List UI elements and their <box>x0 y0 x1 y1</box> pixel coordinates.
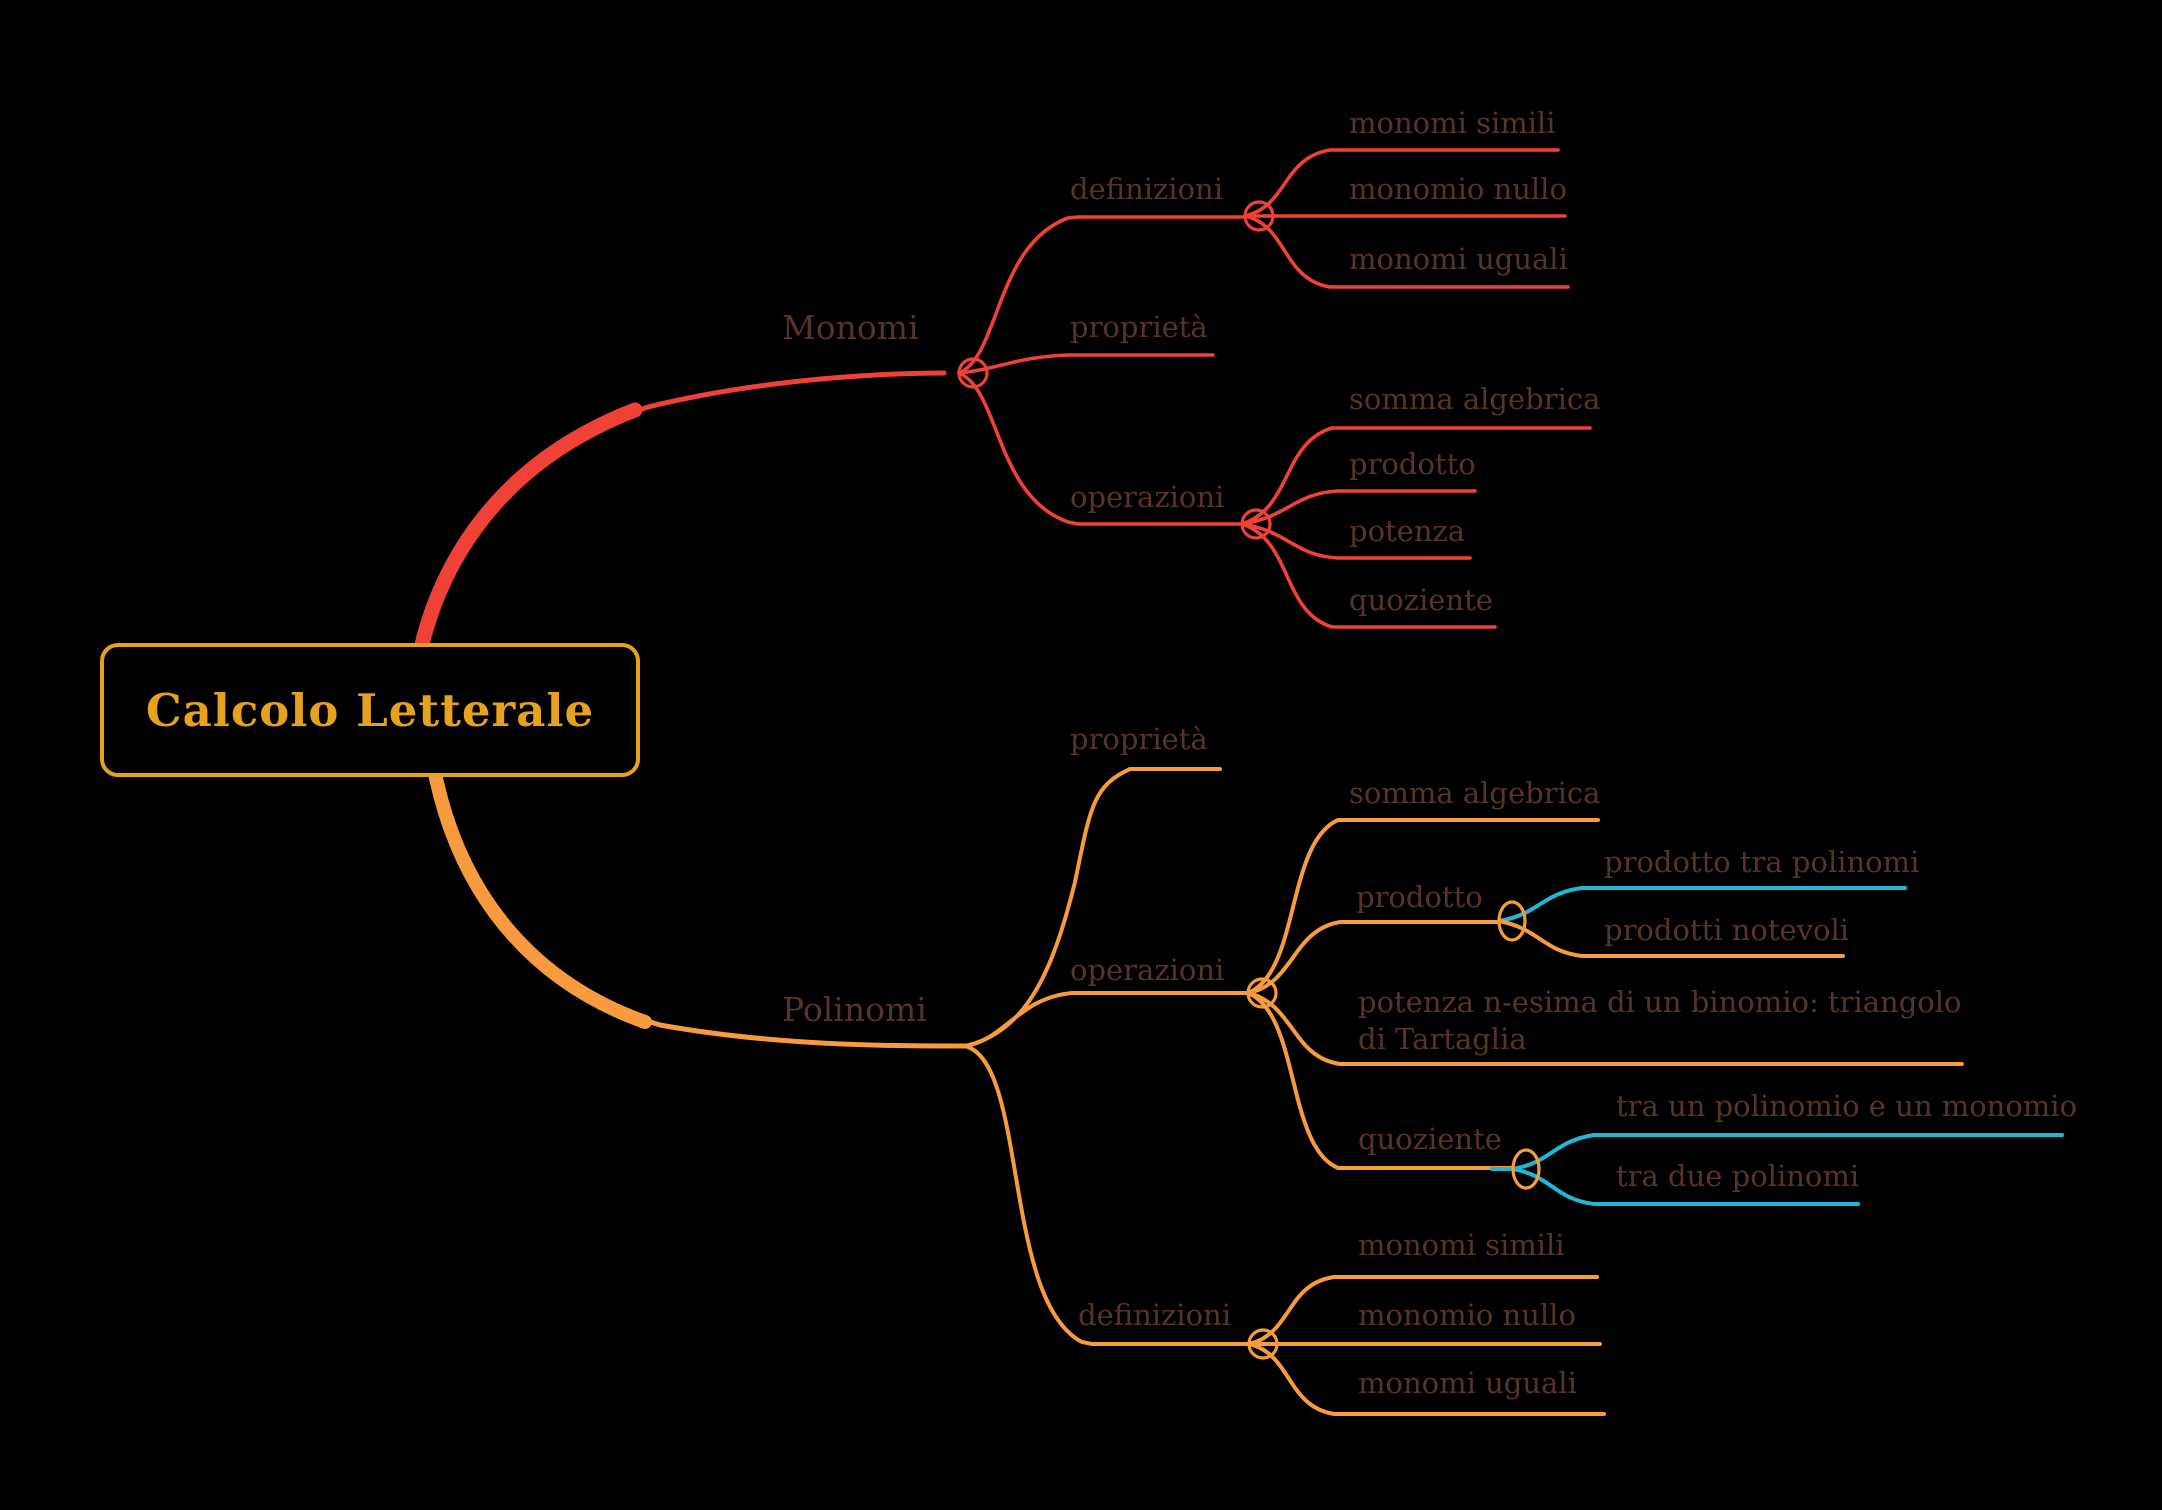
node-monomi[interactable]: Monomi <box>782 308 919 347</box>
polinomi-definizioni-toggle[interactable] <box>1247 1328 1279 1360</box>
node-polinomi-somma-algebrica[interactable]: somma algebrica <box>1349 776 1601 810</box>
node-polinomi-proprieta[interactable]: proprietà <box>1070 722 1208 756</box>
polinomi-op-prodotto-line <box>1246 920 1501 995</box>
polinomi-trunk-thick <box>421 721 652 1029</box>
node-monomi-somma-algebrica[interactable]: somma algebrica <box>1349 382 1601 416</box>
node-polinomi-monomi-simili[interactable]: monomi simili <box>1358 1228 1565 1262</box>
monomi-op-somma-line <box>1240 426 1592 526</box>
monomi-op-prodotto-line <box>1240 489 1477 526</box>
monomi-def-simili-line <box>1243 148 1560 218</box>
node-polinomi-quoziente[interactable]: quoziente <box>1358 1122 1502 1156</box>
node-polinomi-monomi-uguali[interactable]: monomi uguali <box>1358 1366 1577 1400</box>
node-potenza-n-esima[interactable]: potenza n-esima di un binomio: triangolo… <box>1358 985 1962 1056</box>
prodotto-toggle[interactable] <box>1497 900 1527 942</box>
monomi-definizioni-toggle[interactable] <box>1243 200 1275 232</box>
node-monomi-quoziente[interactable]: quoziente <box>1349 583 1493 617</box>
polinomi-definizioni-branch <box>963 1044 1251 1346</box>
monomi-junction-toggle[interactable] <box>957 357 989 389</box>
node-monomi-simili[interactable]: monomi simili <box>1349 106 1556 140</box>
monomi-definizioni-branch <box>957 215 1247 375</box>
node-monomi-definizioni[interactable]: definizioni <box>1070 172 1223 206</box>
node-monomi-operazioni[interactable]: operazioni <box>1070 480 1225 514</box>
node-polinomi[interactable]: Polinomi <box>782 990 927 1029</box>
polinomi-operazioni-toggle[interactable] <box>1246 977 1278 1009</box>
node-monomi-prodotto[interactable]: prodotto <box>1349 447 1476 481</box>
polinomi-proprieta-branch <box>963 767 1222 1048</box>
polinomi-def-uguali-line <box>1247 1342 1606 1416</box>
polinomi-op-potenza-line <box>1246 991 1964 1066</box>
polinomi-def-simili-line <box>1247 1275 1599 1346</box>
node-prodotti-notevoli[interactable]: prodotti notevoli <box>1604 913 1850 947</box>
node-monomi-potenza[interactable]: potenza <box>1349 514 1466 548</box>
node-polinomi-monomio-nullo[interactable]: monomio nullo <box>1358 1298 1576 1332</box>
quoziente-toggle[interactable] <box>1511 1148 1541 1190</box>
monomi-proprieta-branch <box>957 353 1215 375</box>
monomi-op-quoziente-line <box>1240 522 1497 629</box>
node-polinomi-prodotto[interactable]: prodotto <box>1356 880 1483 914</box>
node-prodotto-tra-polinomi[interactable]: prodotto tra polinomi <box>1604 845 1920 879</box>
node-tra-un-polinomio-e-un-monomio[interactable]: tra un polinomio e un monomio <box>1616 1089 2078 1123</box>
prodotti-notevoli-line <box>1497 919 1845 958</box>
prodotto-tra-polinomi-line <box>1497 886 1907 923</box>
tra-due-polinomi-line <box>1511 1167 1860 1206</box>
node-tra-due-polinomi[interactable]: tra due polinomi <box>1616 1159 1860 1193</box>
node-monomi-proprieta[interactable]: proprietà <box>1070 310 1208 344</box>
node-monomio-nullo[interactable]: monomio nullo <box>1349 172 1567 206</box>
polinomi-operazioni-branch <box>963 991 1250 1048</box>
monomi-op-potenza-line <box>1240 522 1472 560</box>
root-node-label: Calcolo Letterale <box>145 683 595 737</box>
root-node[interactable]: Calcolo Letterale <box>100 643 640 777</box>
monomi-def-uguali-line <box>1243 214 1570 289</box>
tra-un-polinomio-line <box>1511 1133 2064 1171</box>
node-monomi-uguali[interactable]: monomi uguali <box>1349 242 1568 276</box>
monomi-operazioni-toggle[interactable] <box>1240 508 1272 540</box>
node-polinomi-definizioni[interactable]: definizioni <box>1078 1298 1231 1332</box>
node-polinomi-operazioni[interactable]: operazioni <box>1070 953 1225 987</box>
